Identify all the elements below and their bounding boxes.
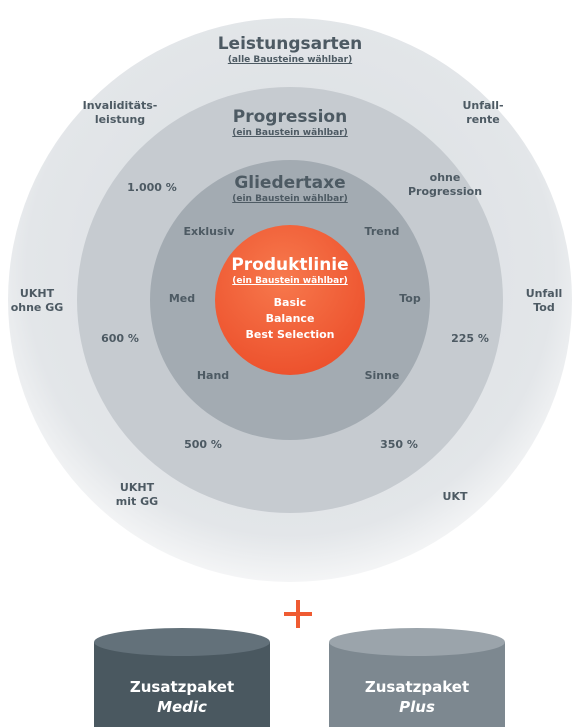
progression-title: Progression <box>232 107 348 127</box>
produktlinie-item-balance: Balance <box>265 311 315 325</box>
package-medic-line2: Medic <box>157 697 207 716</box>
label-gliedertaxe-top: Top <box>399 292 421 305</box>
label-ohne-progression: ohne Progression <box>407 171 483 198</box>
produktlinie-title: Produktlinie <box>231 255 349 275</box>
package-medic-label: Zusatzpaket Medic <box>94 678 270 717</box>
package-plus-line2: Plus <box>399 697 435 716</box>
label-gliedertaxe-sinne: Sinne <box>364 369 400 382</box>
gliedertaxe-subtitle: (ein Baustein wählbar) <box>232 194 348 205</box>
label-gliedertaxe-trend: Trend <box>364 225 400 238</box>
package-plus-cylinder <box>329 628 505 727</box>
label-gliedertaxe-med: Med <box>168 292 196 305</box>
package-medic-line2-wrap: Medic <box>94 698 270 718</box>
center-produktlinie <box>215 225 365 375</box>
label-progression-1000: 1.000 % <box>127 181 177 194</box>
label-progression-500: 500 % <box>184 438 222 451</box>
label-progression-225: 225 % <box>451 332 489 345</box>
label-ukht-ohne-gg: UKHT ohne GG <box>10 287 64 314</box>
produktlinie-items: Basic Balance Best Selection <box>230 295 350 343</box>
label-invaliditaetsleistung: Invaliditäts- leistung <box>82 99 158 126</box>
label-gliedertaxe-hand: Hand <box>196 369 230 382</box>
package-medic-line1: Zusatzpaket <box>129 678 235 696</box>
package-plus-line2-wrap: Plus <box>329 698 505 718</box>
progression-subtitle: (ein Baustein wählbar) <box>232 128 348 139</box>
label-ukht-mit-gg: UKHT mit GG <box>115 481 159 508</box>
label-ukt: UKT <box>442 490 468 503</box>
leistungsarten-subtitle: (alle Bausteine wählbar) <box>227 55 353 66</box>
leistungsarten-header: Leistungsarten (alle Bausteine wählbar) <box>190 34 390 67</box>
produktlinie-item-basic: Basic <box>273 296 307 309</box>
leistungsarten-title: Leistungsarten <box>217 34 363 54</box>
plus-sign-vertical <box>296 600 300 628</box>
label-gliedertaxe-exklusiv: Exklusiv <box>183 225 235 238</box>
progression-header: Progression (ein Baustein wählbar) <box>195 107 385 140</box>
gliedertaxe-title: Gliedertaxe <box>234 173 346 193</box>
label-unfall-tod: Unfall Tod <box>525 287 563 314</box>
package-plus-label: Zusatzpaket Plus <box>329 678 505 717</box>
label-progression-350: 350 % <box>380 438 418 451</box>
label-unfallrente: Unfall- rente <box>462 99 504 126</box>
produktlinie-subtitle: (ein Baustein wählbar) <box>232 276 348 287</box>
package-plus-line1: Zusatzpaket <box>364 678 470 696</box>
gliedertaxe-header: Gliedertaxe (ein Baustein wählbar) <box>200 173 380 206</box>
package-medic-cylinder <box>94 628 270 727</box>
label-progression-600: 600 % <box>101 332 139 345</box>
produktlinie-header: Produktlinie (ein Baustein wählbar) <box>220 255 360 288</box>
produktlinie-item-best-selection: Best Selection <box>245 327 335 341</box>
